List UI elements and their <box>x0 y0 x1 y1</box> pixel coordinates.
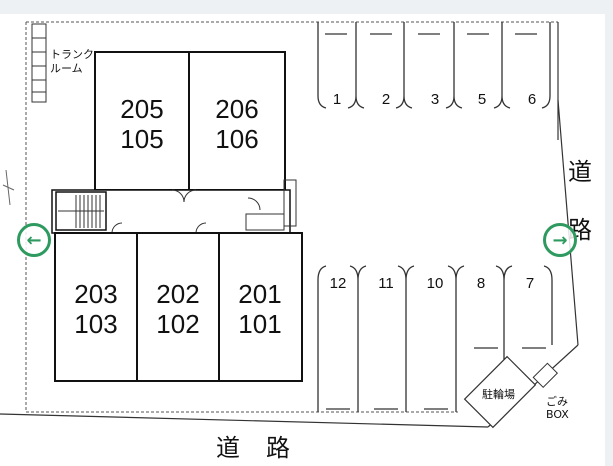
parking-slot-3: 3 <box>431 91 439 108</box>
garbage-box <box>532 362 559 389</box>
parking-slot-8: 8 <box>477 275 485 292</box>
bicycle-parking <box>463 355 537 429</box>
parking-slot-7: 7 <box>526 275 534 292</box>
unit-203-label: 203 <box>74 279 117 309</box>
unit-205-105 <box>94 51 190 191</box>
unit-103-label: 103 <box>74 309 117 339</box>
unit-203-103 <box>54 232 138 382</box>
unit-206-106 <box>188 51 286 191</box>
parking-slot-11: 11 <box>378 275 394 292</box>
road-label-bottom-1: 道 <box>216 434 240 462</box>
unit-101-label: 101 <box>238 309 281 339</box>
parking-slot-5: 5 <box>478 91 486 108</box>
bicycle-parking-label: 駐輪場 <box>482 387 515 401</box>
parking-slot-12: 12 <box>330 275 347 292</box>
parking-bottom <box>317 265 553 412</box>
parking-slot-10: 10 <box>427 275 444 292</box>
garbage-box-label: ごみ <box>546 394 568 408</box>
unit-201-label: 201 <box>238 279 281 309</box>
parking-slot-6: 6 <box>528 91 536 108</box>
parking-top <box>317 22 551 109</box>
site-boundary <box>25 21 558 413</box>
unit-205-label: 205 <box>120 94 163 124</box>
staircase <box>58 195 104 228</box>
unit-105-label: 105 <box>120 124 163 154</box>
unit-106-label: 106 <box>215 124 258 154</box>
unit-206-label: 206 <box>215 94 258 124</box>
garbage-box-label-2: BOX <box>546 408 569 421</box>
north-arrow-icon <box>2 169 15 206</box>
road-label-bottom-2: 路 <box>266 434 290 462</box>
parking-slot-1: 1 <box>333 91 341 108</box>
arrow-right-icon: → <box>552 229 568 251</box>
trunk-room: トランク ルーム <box>31 23 94 103</box>
trunk-room-label: トランク <box>50 48 94 61</box>
parking-slot-2: 2 <box>382 91 390 108</box>
trunk-room-label-2: ルーム <box>50 62 83 75</box>
next-image-button[interactable]: → <box>543 223 577 257</box>
unit-202-label: 202 <box>156 279 199 309</box>
unit-202-102 <box>136 232 220 382</box>
prev-image-button[interactable]: ← <box>17 223 51 257</box>
unit-201-101 <box>218 232 303 382</box>
road-label-right-1: 道 <box>568 158 592 186</box>
unit-102-label: 102 <box>156 309 199 339</box>
arrow-left-icon: ← <box>26 229 42 251</box>
